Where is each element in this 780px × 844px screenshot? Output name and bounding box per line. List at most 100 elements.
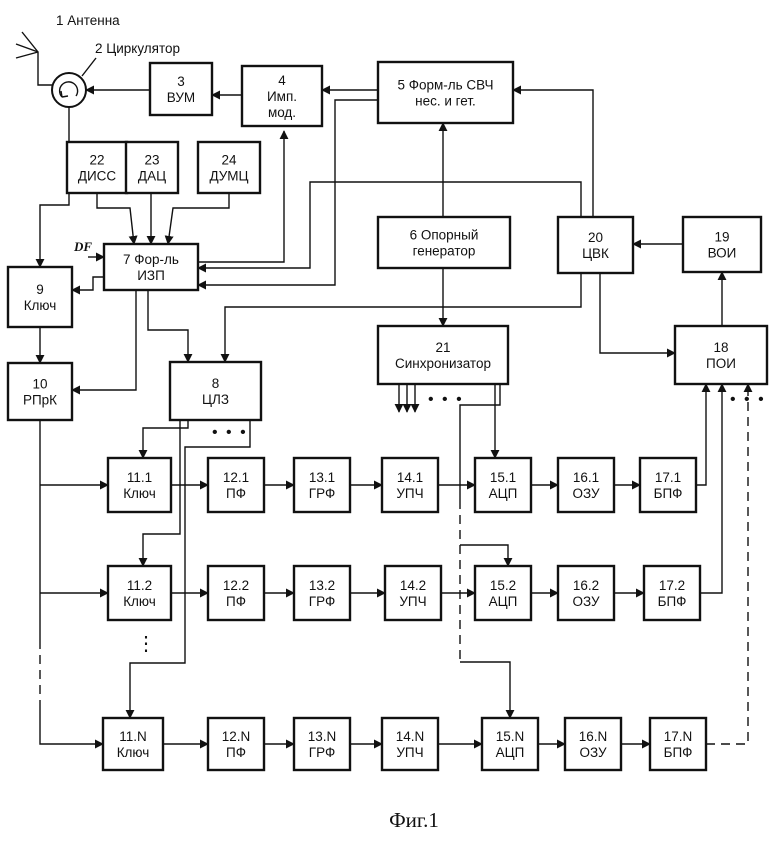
block-box [482,718,538,770]
block-b20: 20ЦВК [558,217,633,273]
block-b8: 8ЦЛЗ [170,362,261,420]
block-label-line: УПЧ [396,486,423,501]
block-r1-c17: 17.1БПФ [640,458,696,512]
block-label-line: Ключ [123,486,156,501]
block-label-line: ПФ [226,745,246,760]
block-box [558,217,633,273]
block-label-line: БПФ [664,745,693,760]
block-b22: 22ДИСС [67,142,127,193]
block-b24: 24ДУМЦ [198,142,260,193]
block-box [675,326,767,384]
block-label-line: Ключ [24,298,57,313]
circulator-symbol [52,58,96,107]
block-box [198,142,260,193]
block-r1-c12: 12.1ПФ [208,458,264,512]
block-label-line: 20 [588,230,603,245]
block-box [67,142,127,193]
block-label-line: 17.2 [659,578,685,593]
block-label-line: 8 [212,376,220,391]
block-label-line: РПрК [23,393,57,408]
block-box [208,566,264,620]
block-box [558,458,614,512]
clz-ellipsis: • • • [212,424,248,441]
blocks: 3ВУМ4Имп.мод.5 Форм-ль СВЧнес. и гет.22Д… [8,62,767,770]
block-rN-c15: 15.NАЦП [482,718,538,770]
block-b7: 7 Фор-льИЗП [104,244,198,290]
block-r1-c11: 11.1Ключ [108,458,171,512]
block-r1-c13: 13.1ГРФ [294,458,350,512]
block-label-line: ГРФ [309,594,335,609]
block-label-line: 23 [144,153,159,168]
block-label-line: 15.1 [490,470,516,485]
block-label-line: 9 [36,282,44,297]
block-label-line: АЦП [496,745,525,760]
block-label-line: Синхронизатор [395,356,491,371]
block-box [378,326,508,384]
block-label-line: 12.2 [223,578,249,593]
block-label-line: 24 [221,153,237,168]
block-label-line: 13.1 [309,470,335,485]
block-box [108,566,171,620]
block-label-line: нес. и гет. [415,94,476,109]
block-box [378,217,510,268]
block-r2-c15: 15.2АЦП [475,566,531,620]
block-r2-c12: 12.2ПФ [208,566,264,620]
antenna-symbol [16,32,38,58]
antenna-label: 1 Антенна [56,13,120,28]
block-label-line: Ключ [117,745,150,760]
block-rN-c12: 12.NПФ [208,718,264,770]
block-label-line: ДУМЦ [209,169,248,184]
block-label-line: 14.2 [400,578,426,593]
block-box [150,63,212,115]
block-r2-c11: 11.2Ключ [108,566,171,620]
block-label-line: ОЗУ [572,486,600,501]
block-label-line: ИЗП [137,268,165,283]
block-b23: 23ДАЦ [126,142,178,193]
block-r2-c13: 13.2ГРФ [294,566,350,620]
block-label-line: 11.2 [127,578,152,593]
block-label-line: БПФ [654,486,683,501]
block-box [126,142,178,193]
block-label-line: 16.N [579,729,608,744]
block-rN-c16: 16.NОЗУ [565,718,621,770]
block-box [558,566,614,620]
block-box [644,566,700,620]
block-rN-c14: 14.NУПЧ [382,718,438,770]
block-label-line: 13.2 [309,578,335,593]
block-label-line: 15.N [496,729,525,744]
block-r2-c14: 14.2УПЧ [385,566,441,620]
block-label-line: 15.2 [490,578,516,593]
block-box [108,458,171,512]
block-label-line: 16.2 [573,578,599,593]
block-box [208,458,264,512]
sync-ellipsis: • • • [428,391,464,408]
block-label-line: 12.N [222,729,251,744]
block-label-line: ЦВК [582,246,609,261]
block-label-line: Ключ [123,594,156,609]
block-box [8,267,72,327]
block-r1-c15: 15.1АЦП [475,458,531,512]
df-label: DF [73,239,92,254]
block-label-line: ДАЦ [138,169,166,184]
block-label-line: ЦЛЗ [202,392,229,407]
block-b4: 4Имп.мод. [242,66,322,126]
block-label-line: УПЧ [399,594,426,609]
block-rN-c13: 13.NГРФ [294,718,350,770]
block-b6: 6 Опорныйгенератор [378,217,510,268]
block-b10: 10РПрК [8,363,72,420]
block-label-line: 3 [177,74,185,89]
block-label-line: 11.N [119,729,147,744]
block-label-line: Имп. [267,89,297,104]
block-box [208,718,264,770]
block-box [170,362,261,420]
block-label-line: 6 Опорный [410,228,479,243]
block-rN-c17: 17.NБПФ [650,718,706,770]
block-box [683,217,761,272]
block-r1-c16: 16.1ОЗУ [558,458,614,512]
block-b18: 18ПОИ [675,326,767,384]
circulator-label: 2 Циркулятор [95,41,180,56]
block-label-line: 13.N [308,729,337,744]
block-label-line: УПЧ [396,745,423,760]
block-label-line: ПОИ [706,356,736,371]
